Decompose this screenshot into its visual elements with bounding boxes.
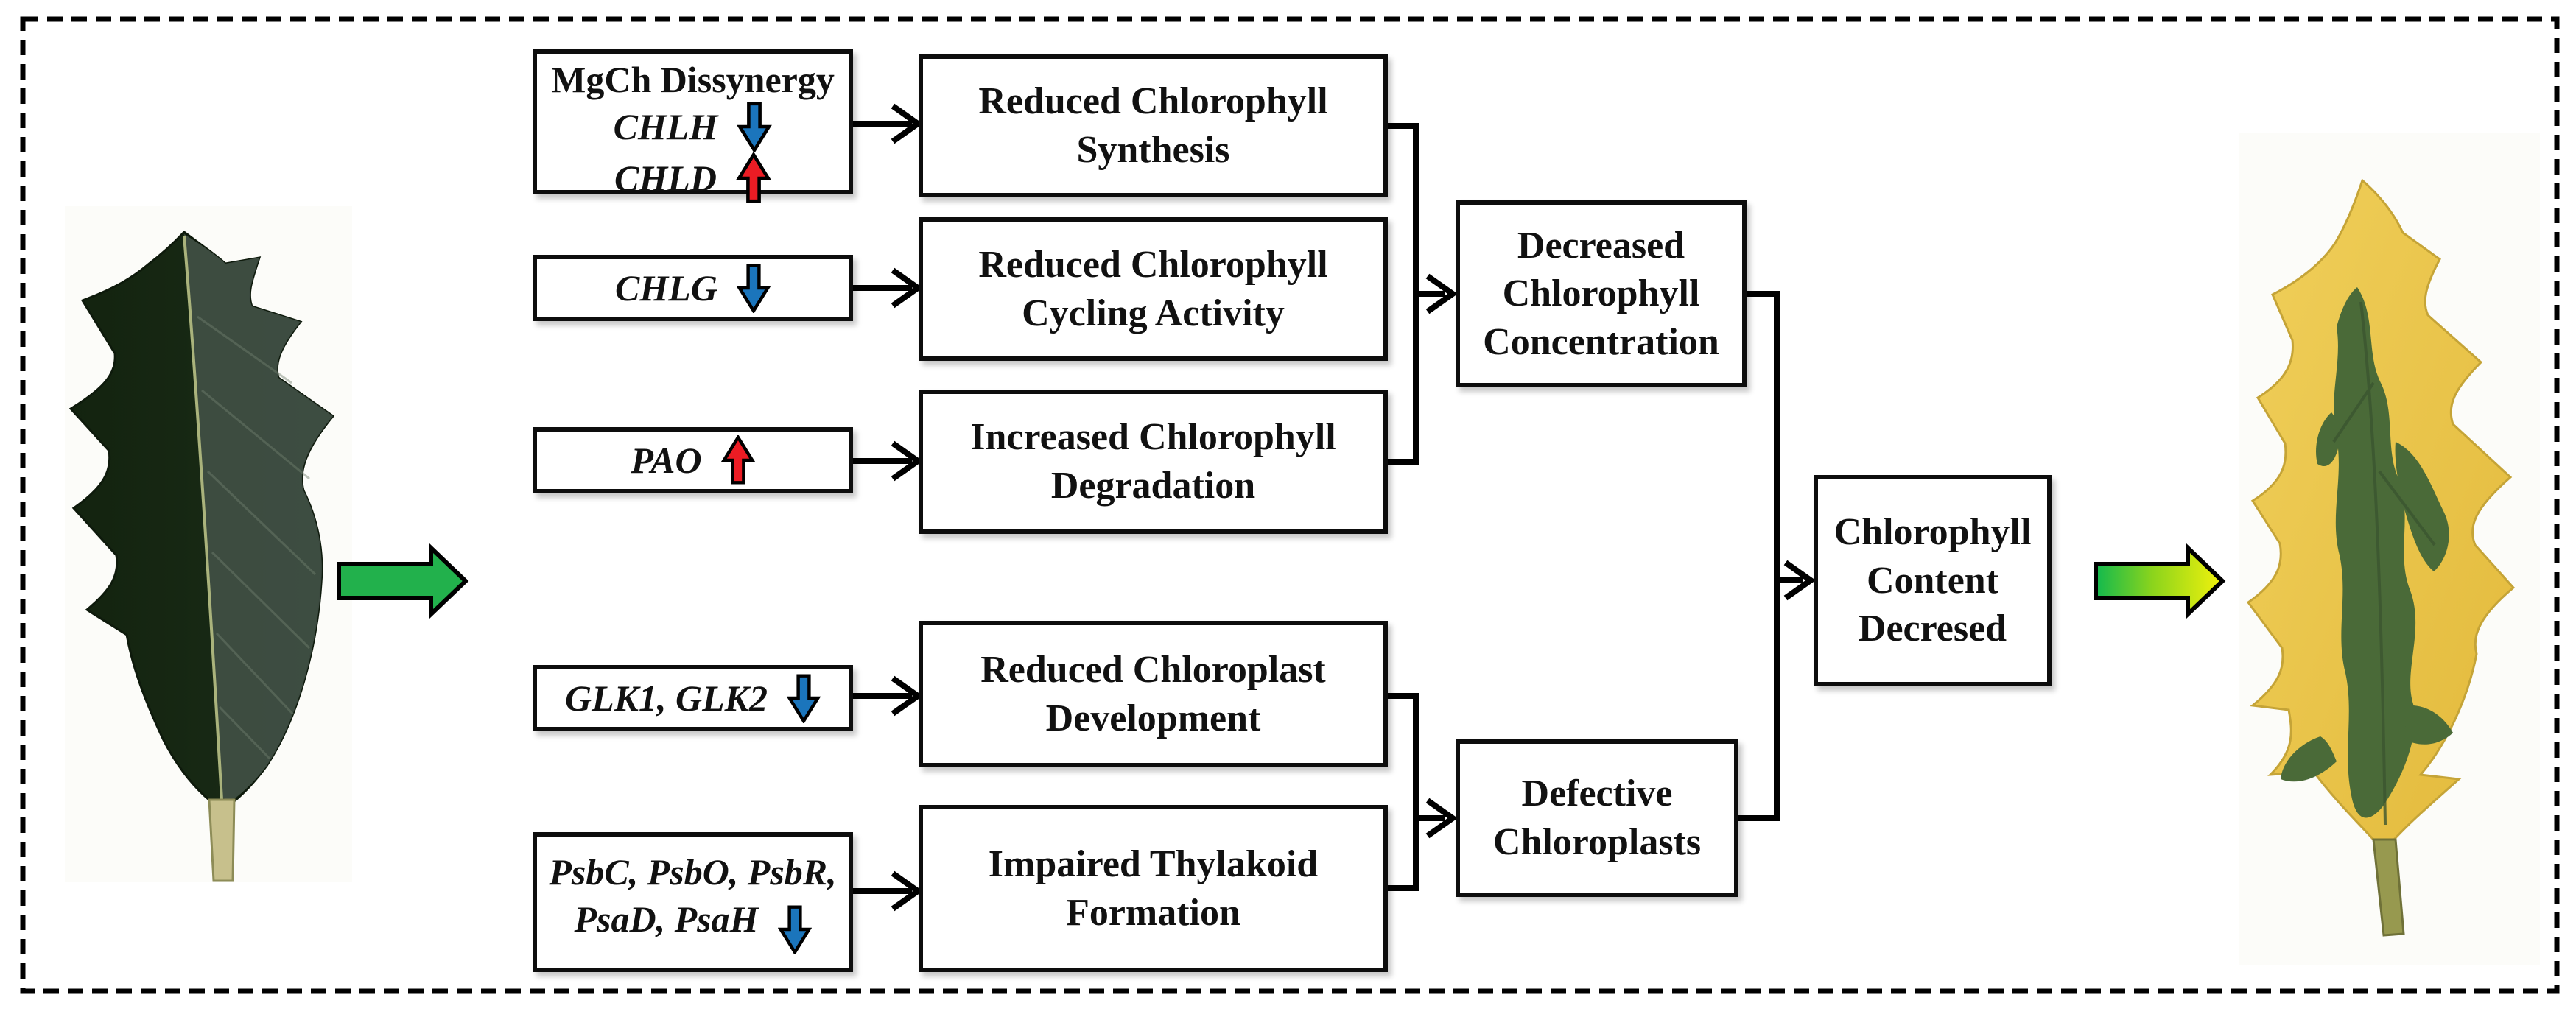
effect-label: Reduced Chlorophyll Synthesis	[978, 80, 1328, 171]
effect-box-increased-degradation: Increased Chlorophyll Degradation	[919, 390, 1388, 534]
healthy-leaf-photo	[69, 230, 335, 882]
final-outcome-label: Chlorophyll Content Decresed	[1833, 511, 2032, 650]
gene-box-pao: PAO	[533, 427, 853, 493]
gene-box-header: MgCh Dissynergy	[551, 59, 835, 100]
blue-down-arrow-icon	[777, 905, 812, 954]
effect-label: Impaired Thylakoid Formation	[988, 842, 1319, 934]
connector-lines	[853, 103, 1816, 912]
effect-label: Reduced Chloroplast Development	[980, 648, 1326, 739]
gene-box-chlg: CHLG	[533, 255, 853, 321]
variegated-leaf-photo	[2246, 178, 2516, 937]
effect-label: Reduced Chlorophyll Cycling Activity	[978, 243, 1328, 334]
gene-box-psb: PsbC, PsbO, PsbR, PsaD, PsaH	[533, 832, 853, 972]
gene-label-psb-line2: PsaD, PsaH	[574, 898, 759, 940]
gene-label-glk: GLK1, GLK2	[565, 678, 768, 719]
dashed-border-frame	[20, 16, 2560, 994]
green-transition-arrow-icon	[337, 542, 469, 620]
gene-label-chld: CHLD	[614, 158, 717, 199]
gene-label-chlh: CHLH	[613, 106, 718, 147]
effect-box-reduced-synthesis: Reduced Chlorophyll Synthesis	[919, 54, 1388, 197]
effect-label: Increased Chlorophyll Degradation	[970, 416, 1336, 507]
red-up-arrow-icon	[720, 435, 755, 485]
gene-label-psb-line1: PsbC, PsbO, PsbR,	[549, 851, 837, 893]
effect-box-chloroplast-development: Reduced Chloroplast Development	[919, 621, 1388, 767]
outcome-label: Defective Chloroplasts	[1492, 773, 1702, 863]
final-box-chlorophyll-content: Chlorophyll Content Decresed	[1814, 475, 2052, 686]
blue-down-arrow-icon	[736, 264, 771, 313]
gene-box-mgch: MgCh Dissynergy CHLH CHLD	[533, 49, 853, 203]
blue-down-arrow-icon	[737, 102, 773, 152]
effect-box-cycling-activity: Reduced Chlorophyll Cycling Activity	[919, 217, 1388, 361]
gene-box-glk: GLK1, GLK2	[533, 665, 853, 731]
outcome-label: Decreased Chlorophyll Concentration	[1483, 224, 1719, 363]
gene-label-pao: PAO	[631, 440, 702, 481]
red-up-arrow-icon	[736, 152, 771, 203]
gene-label-chlg: CHLG	[615, 267, 717, 309]
outcome-box-decreased-concentration: Decreased Chlorophyll Concentration	[1456, 200, 1747, 387]
outcome-box-defective-chloroplasts: Defective Chloroplasts	[1456, 739, 1738, 897]
blue-down-arrow-icon	[787, 674, 821, 723]
effect-box-thylakoid-formation: Impaired Thylakoid Formation	[919, 805, 1388, 972]
green-yellow-gradient-arrow-icon	[2094, 542, 2226, 620]
